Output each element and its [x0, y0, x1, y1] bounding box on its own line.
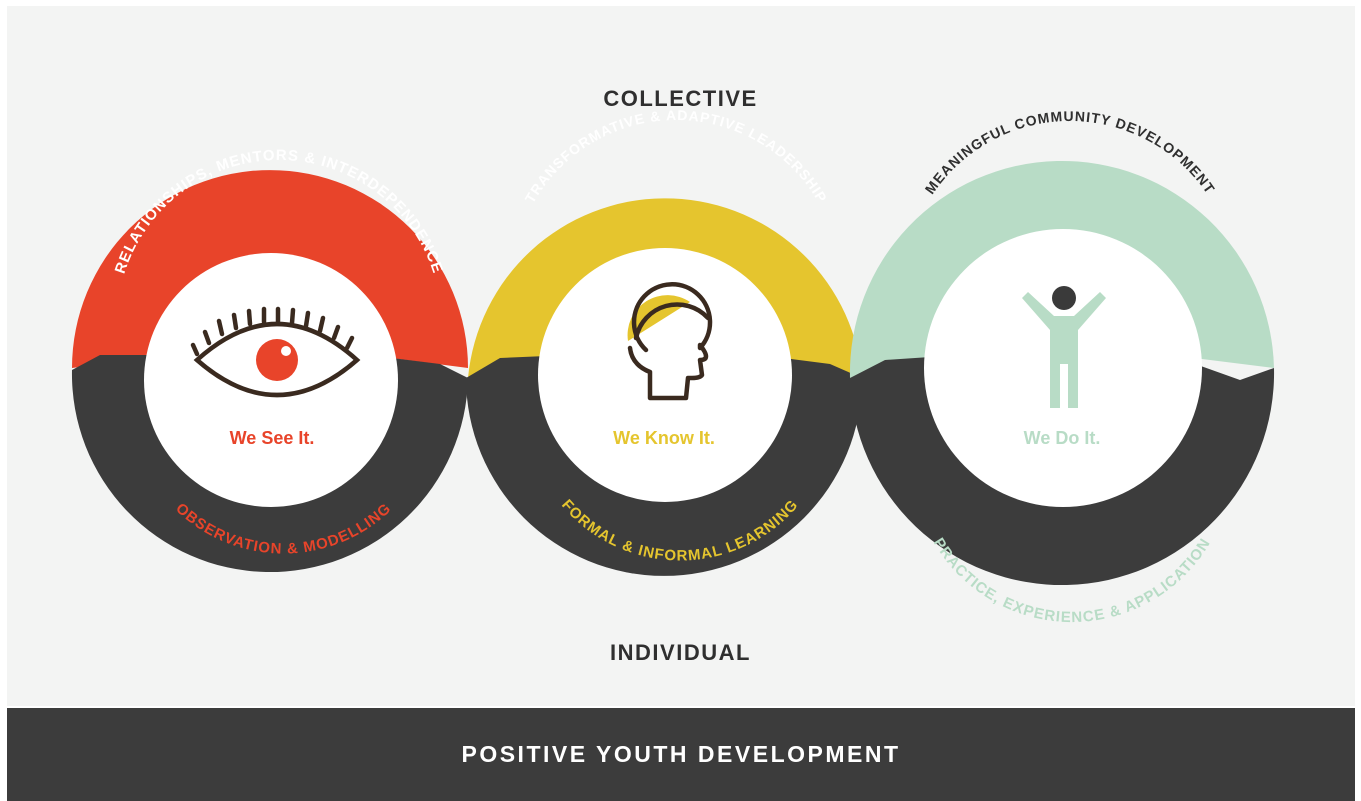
ring-we-know-it	[466, 198, 862, 576]
axis-label-collective: COLLECTIVE	[603, 86, 758, 111]
footer-bar: POSITIVE YOUTH DEVELOPMENT	[7, 708, 1355, 801]
ring-2-center-label: We Know It.	[613, 428, 715, 448]
footer-title: POSITIVE YOUTH DEVELOPMENT	[461, 741, 901, 767]
ring-2-inner-circle	[538, 248, 792, 502]
eye-icon	[190, 306, 361, 398]
ring-1-center-label: We See It.	[230, 428, 315, 448]
ring-3-inner-circle	[924, 229, 1202, 507]
axis-label-individual: INDIVIDUAL	[610, 640, 751, 665]
person-arms-up-icon	[1022, 286, 1106, 408]
ring-we-do-it	[849, 160, 1275, 586]
ring-3-center-label: We Do It.	[1024, 428, 1101, 448]
ring-2-top-text: TRANSFORMATIVE & ADAPTIVE LEADERSHIP	[522, 107, 831, 206]
head-icon	[627, 282, 713, 401]
